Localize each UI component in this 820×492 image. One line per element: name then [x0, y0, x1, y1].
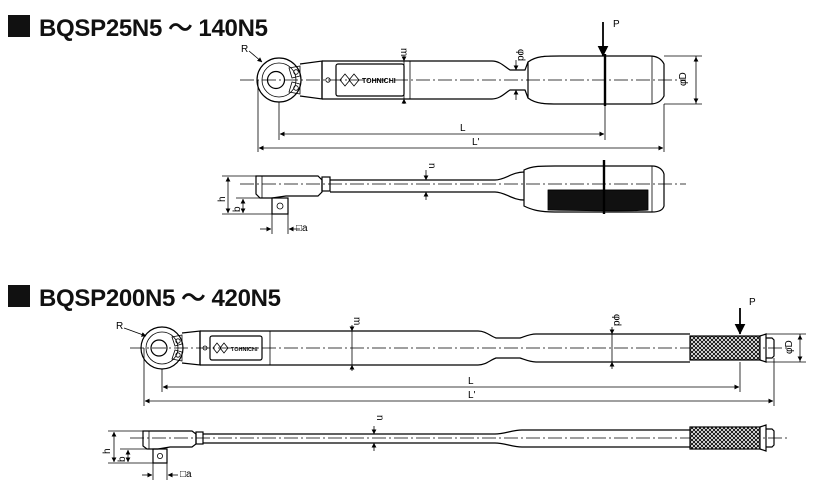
dim-D-label-1: φD: [678, 72, 689, 86]
wrench-2-top-dimensions: R m φd φD P L L': [116, 297, 806, 406]
dim-R-label-2: R: [116, 321, 123, 332]
dim-a-label-2: □a: [180, 469, 192, 480]
dim-n-label-2: n: [374, 415, 385, 421]
dim-h-label-1: h: [217, 196, 228, 202]
wrench-1-top-dimensions: R m φd φD P L L': [241, 19, 702, 152]
dim-m-label-1: m: [398, 48, 409, 56]
wrench-1-side-view: [240, 160, 686, 215]
dim-h-label-2: h: [102, 448, 113, 454]
dim-L-label-2: L: [468, 376, 474, 387]
square-bullet-icon: [8, 284, 30, 307]
brand-label: TOHNICHI: [362, 78, 396, 85]
dim-b-label-1: b: [232, 206, 243, 212]
dim-Lprime-label-1: L': [472, 137, 480, 148]
section-heading-1: BQSP25N5 ～ 140N5: [8, 8, 268, 43]
wrench-1-top-view: TOHNICHI: [240, 54, 686, 106]
dim-b-label-2: b: [117, 456, 128, 462]
section-title-2: BQSP200N5 ～ 420N5: [39, 285, 281, 312]
wrench-2-side-view: [130, 424, 790, 464]
dim-Lprime-label-2: L': [468, 390, 476, 401]
dim-R-label-1: R: [241, 44, 248, 55]
dim-L-label-1: L: [460, 123, 466, 134]
brand-label-2: TOHNICHI: [231, 347, 258, 353]
wrench-2-top-view: TOHNICHI: [130, 326, 790, 370]
wrench-1-side-dimensions: n h b □a: [217, 163, 437, 234]
dim-m-label-2: m: [351, 317, 362, 325]
dim-P-label-1: P: [613, 19, 620, 30]
section-heading-2: BQSP200N5 ～ 420N5: [8, 278, 281, 313]
dim-a-label-1: □a: [296, 223, 308, 234]
dim-d-label-1: φd: [515, 49, 526, 61]
square-bullet-icon: [8, 14, 30, 37]
dim-n-label-1: n: [426, 163, 437, 169]
wrench-2-side-dimensions: n h b □a: [102, 415, 385, 480]
dim-D-label-2: φD: [784, 340, 795, 354]
dim-d-label-2: φd: [611, 314, 622, 326]
dim-P-label-2: P: [749, 297, 756, 308]
section-title-1: BQSP25N5 ～ 140N5: [39, 15, 268, 42]
